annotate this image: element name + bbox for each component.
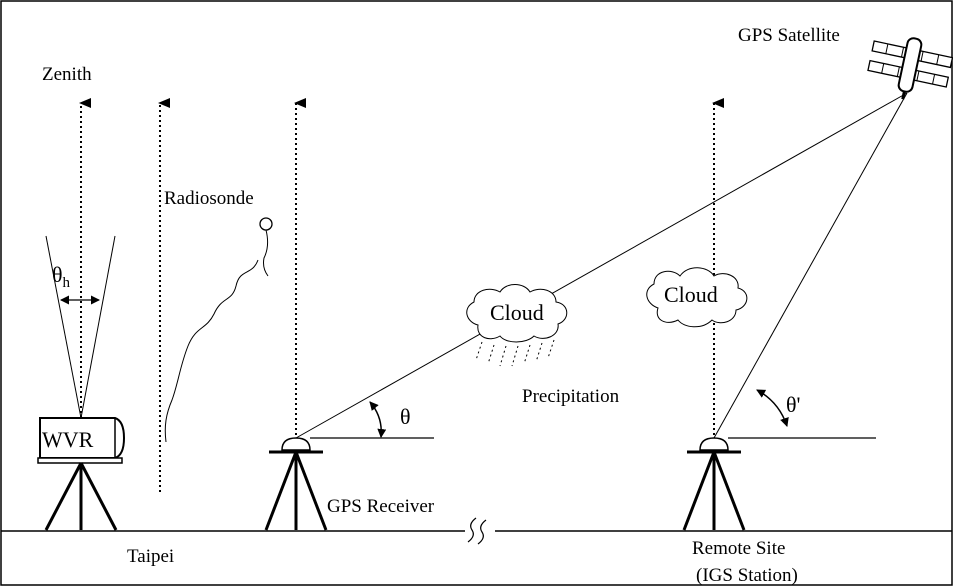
radiosonde-label: Radiosonde	[164, 188, 254, 209]
signal-line-to-remote-site	[713, 92, 908, 439]
remote-site-tripod	[682, 451, 746, 531]
gps-satellite	[867, 37, 953, 100]
igs-station-label: (IGS Station)	[696, 565, 798, 586]
elevation-angle-arc	[369, 401, 387, 438]
wvr-beam-cone	[45, 235, 116, 419]
theta-prime-label: θ'	[786, 392, 801, 417]
radiosonde-balloon	[259, 217, 273, 277]
gps-receiver-label: GPS Receiver	[327, 496, 435, 517]
cloud-right	[646, 267, 748, 328]
taipei-label: Taipei	[127, 546, 174, 567]
cloud-left	[466, 284, 568, 343]
remote-site-label: Remote Site	[692, 538, 785, 559]
theta-label: θ	[400, 404, 411, 429]
wvr-label: WVR	[42, 427, 94, 452]
gps-receiver-tripod	[264, 451, 328, 531]
zenith-label: Zenith	[42, 64, 92, 85]
ground-line	[1, 517, 952, 545]
precipitation-label: Precipitation	[522, 386, 620, 407]
gps-receiver-antenna	[281, 437, 311, 451]
theta-h-label: θh	[52, 262, 71, 291]
wvr-tripod	[44, 462, 118, 531]
remote-site-antenna	[699, 437, 729, 451]
gps-satellite-label: GPS Satellite	[738, 25, 840, 46]
wvr-instrument	[37, 417, 126, 464]
cloud-left-label: Cloud	[490, 300, 544, 325]
radiosonde-trajectory	[164, 259, 259, 443]
cloud-right-label: Cloud	[664, 282, 718, 307]
signal-line-to-gps-receiver	[295, 92, 908, 439]
elevation-angle-prime-arc	[756, 389, 789, 427]
precipitation-streaks	[475, 339, 555, 367]
